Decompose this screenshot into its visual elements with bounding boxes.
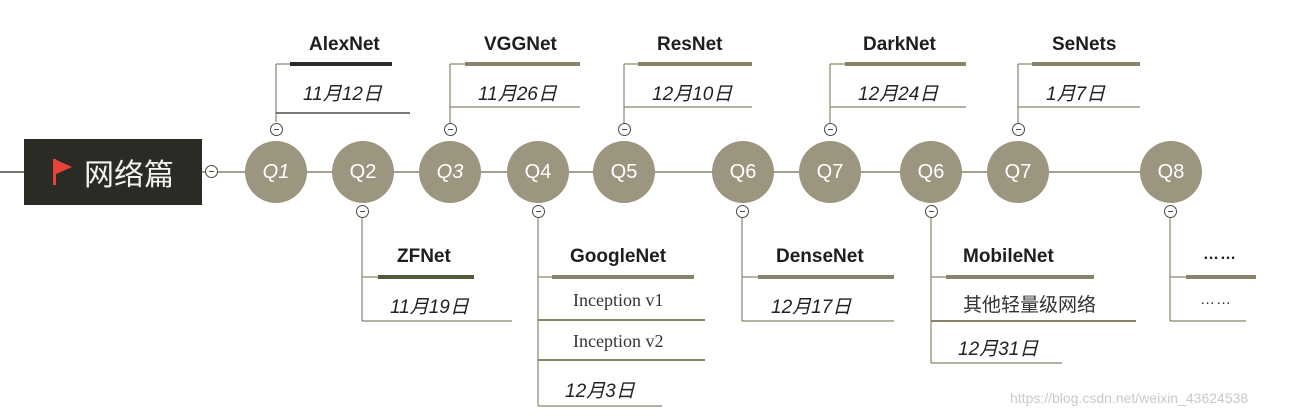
node-6-date[interactable]: 12月17日 xyxy=(771,297,852,318)
circle-node-8[interactable]: Q6 xyxy=(900,141,962,203)
circle-node-5[interactable]: Q5 xyxy=(593,141,655,203)
flag-icon xyxy=(53,159,72,185)
node-8-date[interactable]: 12月31日 xyxy=(958,339,1039,360)
node-10-item-1[interactable]: …… xyxy=(1200,291,1232,308)
node-1-title[interactable]: AlexNet xyxy=(309,34,380,55)
node-8-item-1[interactable]: 其他轻量级网络 xyxy=(963,294,1097,316)
node-10-title[interactable]: …… xyxy=(1203,246,1237,263)
node-2-collapse-toggle[interactable] xyxy=(356,205,369,218)
node-3-title[interactable]: VGGNet xyxy=(484,34,557,55)
node-1-collapse-toggle[interactable] xyxy=(270,123,283,136)
circle-node-10[interactable]: Q8 xyxy=(1140,141,1202,203)
root-node[interactable]: 网络篇 xyxy=(24,139,202,205)
root-label: 网络篇 xyxy=(84,158,174,193)
root-collapse-toggle[interactable] xyxy=(205,165,218,178)
node-5-date[interactable]: 12月10日 xyxy=(652,84,733,105)
node-9-collapse-toggle[interactable] xyxy=(1012,123,1025,136)
node-2-date[interactable]: 11月19日 xyxy=(390,297,469,318)
watermark: https://blog.csdn.net/weixin_43624538 xyxy=(1010,390,1249,406)
node-5-collapse-toggle[interactable] xyxy=(618,123,631,136)
node-9-date[interactable]: 1月7日 xyxy=(1046,84,1106,105)
node-7-date[interactable]: 12月24日 xyxy=(858,84,939,105)
node-4-title[interactable]: GoogleNet xyxy=(570,246,667,267)
node-5-title[interactable]: ResNet xyxy=(657,34,723,55)
node-4-date[interactable]: 12月3日 xyxy=(565,381,635,402)
node-9-title[interactable]: SeNets xyxy=(1052,34,1117,55)
circle-node-4[interactable]: Q4 xyxy=(507,141,569,203)
circle-node-2[interactable]: Q2 xyxy=(332,141,394,203)
node-2-title[interactable]: ZFNet xyxy=(397,246,451,267)
node-4-item-2[interactable]: Inception v2 xyxy=(573,331,664,351)
node-6-collapse-toggle[interactable] xyxy=(736,205,749,218)
node-3-collapse-toggle[interactable] xyxy=(444,123,457,136)
node-8-title[interactable]: MobileNet xyxy=(963,246,1054,267)
node-4-item-1[interactable]: Inception v1 xyxy=(573,290,664,310)
node-3-date[interactable]: 11月26日 xyxy=(478,84,557,105)
circle-node-6[interactable]: Q6 xyxy=(712,141,774,203)
node-6-title[interactable]: DenseNet xyxy=(776,246,864,267)
circle-node-9[interactable]: Q7 xyxy=(987,141,1049,203)
node-8-collapse-toggle[interactable] xyxy=(925,205,938,218)
circle-node-1[interactable]: Q1 xyxy=(245,141,307,203)
circle-node-7[interactable]: Q7 xyxy=(799,141,861,203)
node-7-collapse-toggle[interactable] xyxy=(824,123,837,136)
node-10-collapse-toggle[interactable] xyxy=(1164,205,1177,218)
node-4-collapse-toggle[interactable] xyxy=(532,205,545,218)
node-7-title[interactable]: DarkNet xyxy=(863,34,936,55)
circle-node-3[interactable]: Q3 xyxy=(419,141,481,203)
node-1-date[interactable]: 11月12日 xyxy=(303,84,382,105)
